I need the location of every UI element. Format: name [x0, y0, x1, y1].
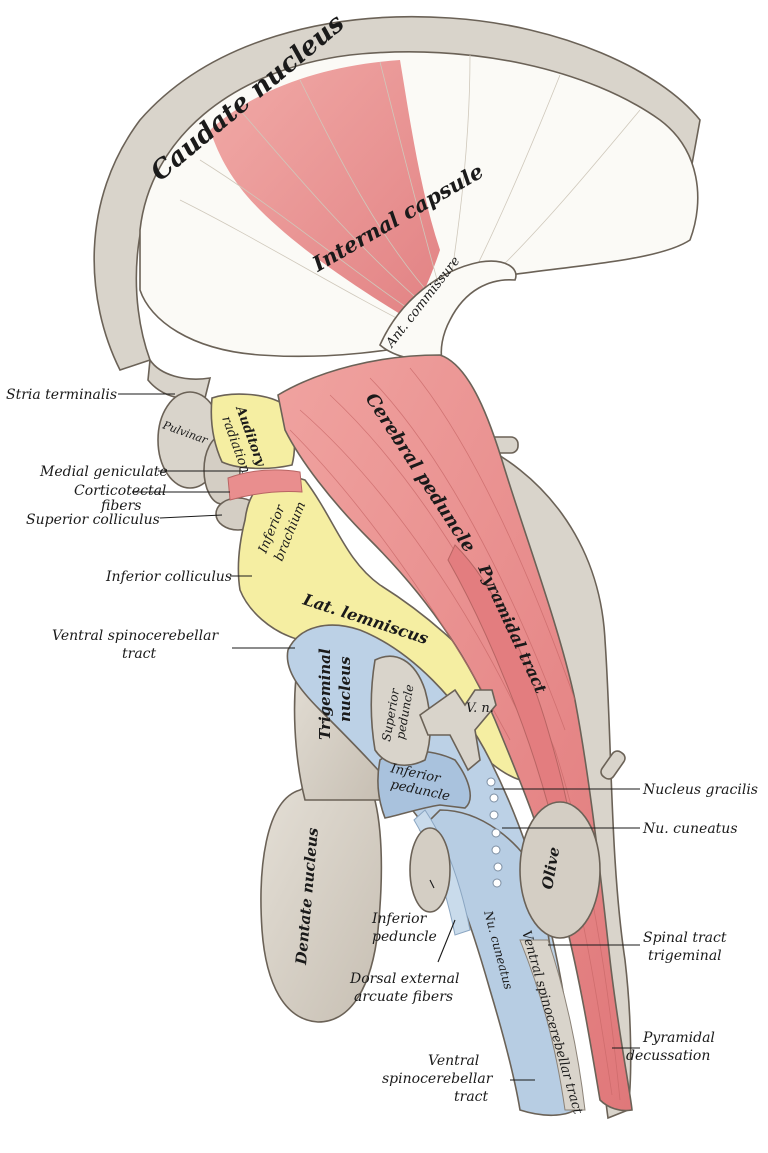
ventral-spinocerebellar-label-2: tract	[122, 646, 157, 662]
inferior-colliculus-label: Inferior colliculus	[105, 569, 232, 585]
trigeminal-nucleus-label-2: nucleus	[336, 656, 354, 722]
corticotectal-label-2: fibers	[100, 498, 141, 514]
ventral-spinocerebellar-lower-label-3: tract	[454, 1089, 489, 1105]
corticotectal-fibers-shape	[227, 469, 303, 501]
inferior-peduncle-label-2: peduncle	[372, 929, 437, 945]
trigeminal-nerve-root	[419, 688, 497, 772]
medulla-grey-column	[519, 939, 586, 1111]
ventral-spinocerebellar-label-1: Ventral spinocerebellar	[52, 628, 219, 644]
medial-geniculate-label: Medial geniculate	[39, 464, 168, 480]
corticotectal-label-1: Corticotectal	[74, 483, 166, 499]
superior-colliculus-label: Superior colliculus	[26, 512, 160, 528]
nucleus-gracilis-dots	[486, 777, 503, 888]
trigeminal-nucleus-label-1: Trigeminal	[316, 648, 334, 740]
olive-shape	[519, 801, 601, 939]
leader-lines	[118, 393, 640, 1081]
ventral-spinocerebellar-lower-label-2: spinocerebellar	[382, 1071, 494, 1087]
auditory-radiation-shape	[210, 393, 296, 470]
vn-label: V. n.	[466, 701, 494, 716]
inferior-peduncle-stub	[409, 827, 451, 913]
nu-cuneatus-label: Nu. cuneatus	[642, 821, 738, 837]
dorsal-external-arcuate-label-1: Dorsal external	[349, 971, 459, 987]
nucleus-gracilis-label: Nucleus gracilis	[642, 782, 758, 798]
dorsal-external-arcuate-label-2: arcuate fibers	[354, 989, 453, 1005]
superior-peduncle-shape	[370, 655, 431, 766]
internal-capsule-red-band	[210, 60, 440, 320]
stria-terminalis-label: Stria terminalis	[6, 387, 117, 403]
spinal-tract-trigeminal-label-2: trigeminal	[648, 948, 722, 964]
internal-capsule-fibers	[179, 54, 641, 331]
ventral-spinocerebellar-lower-label-1: Ventral	[428, 1053, 479, 1069]
root-stump-lower	[600, 750, 626, 780]
stria-terminalis-band	[147, 357, 212, 400]
spinal-tract-trigeminal-label-1: Spinal tract	[643, 930, 727, 946]
pyramidal-decussation-label-2: decussation	[626, 1048, 710, 1064]
inferior-peduncle-label-1: Inferior	[371, 911, 428, 927]
pyramidal-decussation-label-1: Pyramidal	[642, 1030, 715, 1046]
